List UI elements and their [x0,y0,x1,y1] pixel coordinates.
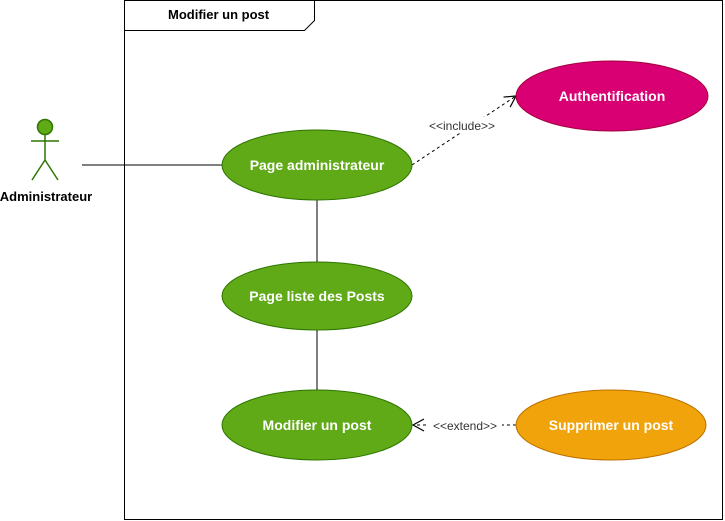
use-case-page-liste-des-posts[interactable]: Page liste des Posts [221,261,413,331]
system-frame: Modifier un post [124,0,723,520]
use-case-label: Page administrateur [250,157,385,173]
use-case-modifier-un-post[interactable]: Modifier un post [221,389,413,461]
include-label: <<include>> [429,119,495,133]
stick-figure-icon [31,118,59,181]
use-case-label: Modifier un post [263,417,372,433]
use-case-authentification[interactable]: Authentification [515,60,709,132]
use-case-supprimer-un-post[interactable]: Supprimer un post [515,389,707,461]
use-case-label: Authentification [559,88,666,104]
extend-relation: <<extend>> [411,417,516,433]
frame-title: Modifier un post [168,7,270,22]
include-relation: <<include>> [411,95,518,166]
use-case-label: Page liste des Posts [249,288,385,304]
use-case-label: Supprimer un post [549,417,674,433]
extend-label: <<extend>> [433,419,497,433]
use-case-page-administrateur[interactable]: Page administrateur [221,129,413,201]
actor-administrateur[interactable]: Administrateur [0,118,92,205]
actor-label: Administrateur [0,189,92,204]
